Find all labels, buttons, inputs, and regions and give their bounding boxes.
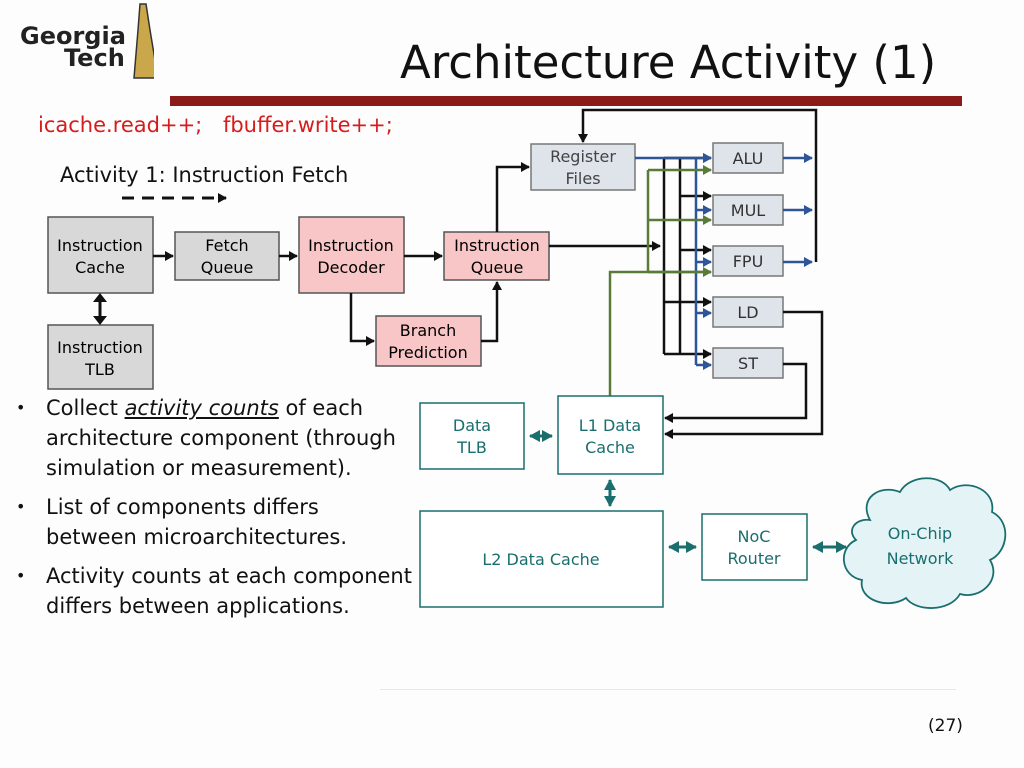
dtlb-line2: TLB xyxy=(456,438,487,457)
bullet-item: List of components differs between micro… xyxy=(14,492,414,552)
icache-line1: Instruction xyxy=(57,236,143,255)
branch-line2: Prediction xyxy=(388,343,467,362)
logo-line1: Georgia xyxy=(20,22,126,50)
mul-label: MUL xyxy=(731,201,766,220)
mul-box: MUL xyxy=(712,194,784,226)
data-tlb-box: Data TLB xyxy=(419,402,525,470)
ld-label: LD xyxy=(737,303,758,322)
instruction-cache-box: Instruction Cache xyxy=(47,216,154,294)
regfile-line1: Register xyxy=(550,147,616,166)
decoder-line1: Instruction xyxy=(308,236,394,255)
fpu-box: FPU xyxy=(712,245,784,277)
register-files-box: Register Files xyxy=(530,143,636,191)
l2-data-cache-box: L2 Data Cache xyxy=(419,510,664,608)
bullet-item: Activity counts at each component differ… xyxy=(14,561,414,621)
on-chip-network-cloud: On-Chip Network xyxy=(842,477,1007,609)
st-box: ST xyxy=(712,347,784,379)
itlb-line1: Instruction xyxy=(57,338,143,357)
slide-title: Architecture Activity (1) xyxy=(400,36,937,89)
fetch-line1: Fetch xyxy=(205,236,248,255)
l1-line1: L1 Data xyxy=(579,416,641,435)
code-fbuffer: fbuffer.write++; xyxy=(222,113,393,137)
instruction-tlb-box: Instruction TLB xyxy=(47,324,154,390)
fetch-queue-box: Fetch Queue xyxy=(174,231,280,281)
instruction-decoder-box: Instruction Decoder xyxy=(298,216,405,294)
regfile-line2: Files xyxy=(565,169,600,188)
page-number: (27) xyxy=(928,716,963,736)
noc-router-box: NoC Router xyxy=(701,513,808,581)
l1-data-cache-box: L1 Data Cache xyxy=(557,395,664,475)
footer-divider xyxy=(380,689,956,690)
itlb-line2: TLB xyxy=(84,360,115,379)
alu-box: ALU xyxy=(712,142,784,174)
dtlb-line1: Data xyxy=(453,416,491,435)
instruction-queue-box: Instruction Queue xyxy=(443,231,550,281)
branch-line1: Branch xyxy=(400,321,456,340)
fetch-line2: Queue xyxy=(201,258,254,277)
iqueue-line2: Queue xyxy=(471,258,524,277)
activity-code: icache.read++; fbuffer.write++; xyxy=(38,113,407,137)
alu-label: ALU xyxy=(733,149,764,168)
bullet-item: Collect activity counts of each architec… xyxy=(14,393,414,483)
cloud-line1: On-Chip xyxy=(888,524,952,543)
noc-line1: NoC xyxy=(738,527,771,546)
decoder-line2: Decoder xyxy=(317,258,385,277)
branch-prediction-box: Branch Prediction xyxy=(375,315,482,367)
noc-line2: Router xyxy=(727,549,780,568)
l1-line2: Cache xyxy=(585,438,635,457)
title-underline-bar xyxy=(170,96,962,106)
st-label: ST xyxy=(738,354,758,373)
icache-line2: Cache xyxy=(75,258,125,277)
fpu-label: FPU xyxy=(733,252,764,271)
l2-label: L2 Data Cache xyxy=(482,550,599,569)
cloud-line2: Network xyxy=(887,549,955,568)
georgia-tech-logo: Georgia Tech xyxy=(14,0,159,84)
activity-label: Activity 1: Instruction Fetch xyxy=(60,163,349,187)
ld-box: LD xyxy=(712,296,784,328)
bullet-list: Collect activity counts of each architec… xyxy=(14,393,414,630)
iqueue-line1: Instruction xyxy=(454,236,540,255)
bullet-emphasis: activity counts xyxy=(124,396,279,420)
code-icache: icache.read++; xyxy=(38,113,203,137)
logo-line2: Tech xyxy=(64,44,125,72)
